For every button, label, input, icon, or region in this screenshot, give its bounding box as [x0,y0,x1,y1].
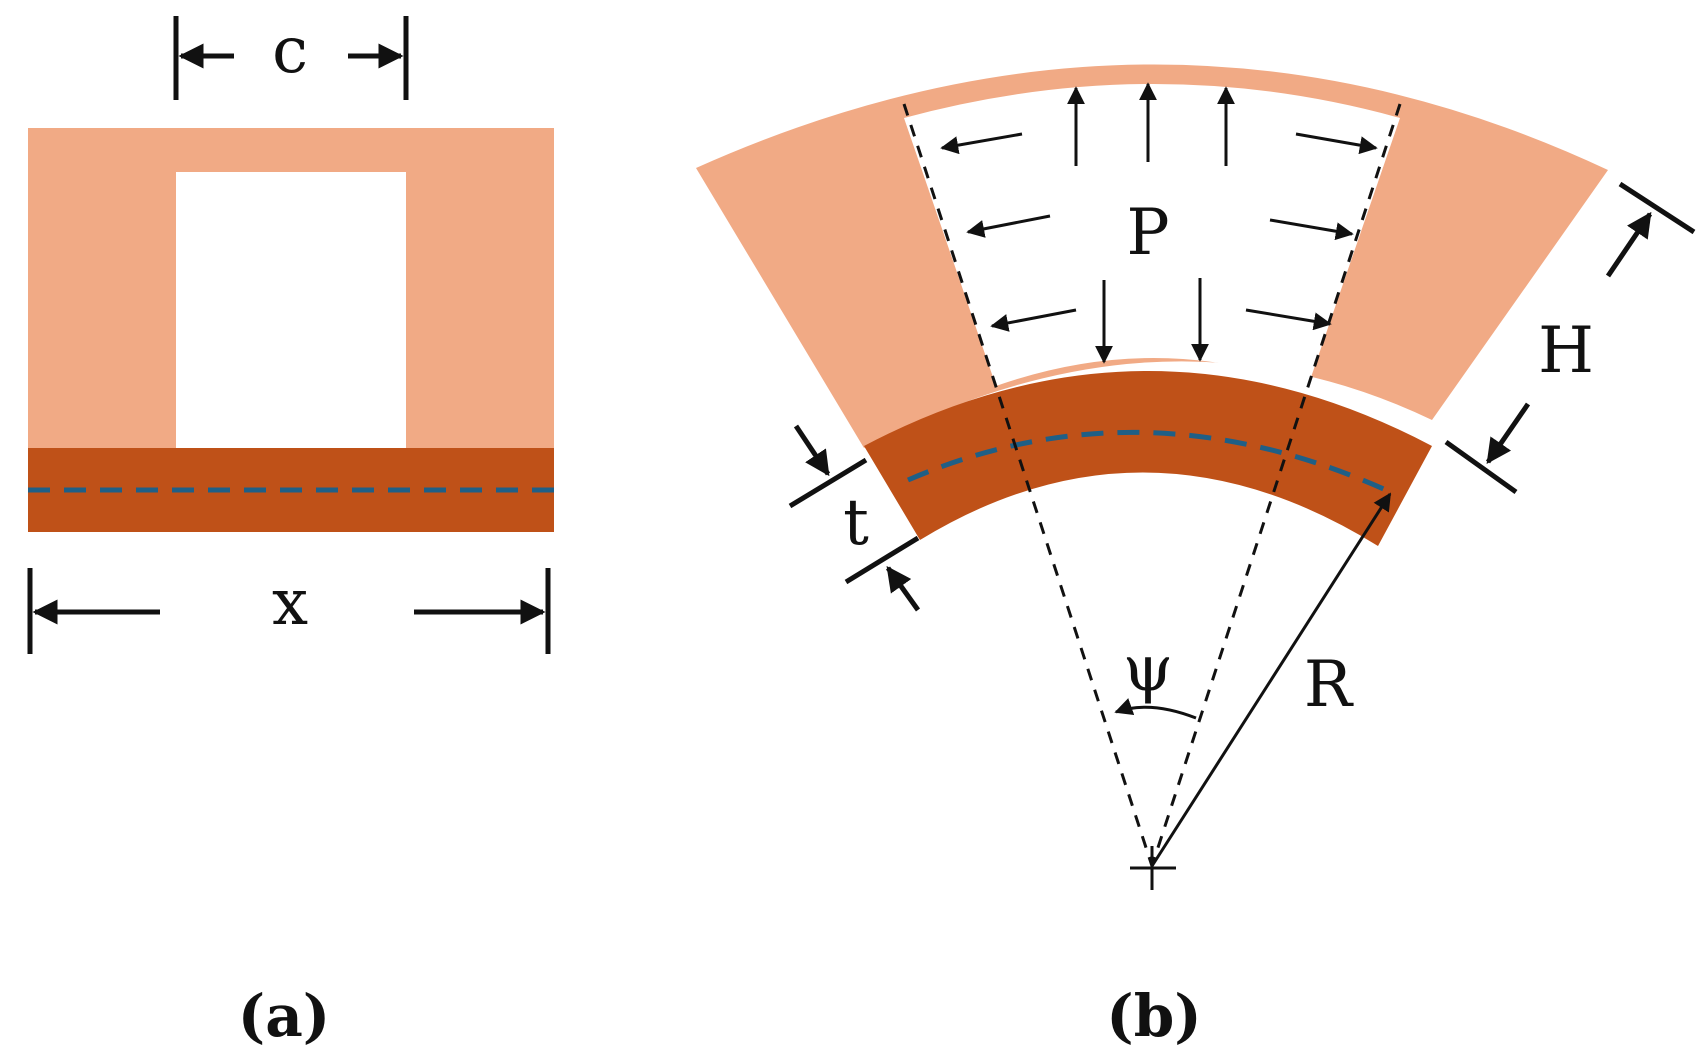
caption-a: (a) [238,982,330,1050]
dim-t-tick-outer [788,457,868,509]
curved-base-layer [864,371,1432,546]
radial-line-left [902,103,1154,867]
label-psi: ψ [1123,632,1173,706]
pressure-arrow-right-3 [1245,308,1332,331]
panel-b: P H t ψ R (b) [696,64,1696,1050]
dim-t-arrow-inner [885,565,921,612]
caption-b: (b) [1106,982,1201,1050]
label-t: t [843,486,869,560]
label-x: x [272,566,308,640]
actuator-cavity [176,172,406,450]
pressure-arrow-left-3 [990,308,1077,332]
pressure-arrow-right-1 [1295,132,1378,155]
label-p: P [1126,196,1169,270]
dim-h-tick-bottom [1444,439,1518,495]
label-h: H [1538,314,1594,388]
radius-arrow [1150,492,1392,867]
label-r: R [1304,648,1354,722]
label-c: c [272,14,308,88]
dim-h-arrow-top [1605,211,1653,278]
pressure-arrow-right-2 [1269,218,1354,241]
angle-psi-arc [1114,698,1197,720]
dim-t-tick-inner [844,535,920,585]
pressure-arrow-left-2 [966,214,1051,238]
dim-t-arrow-outer [793,424,831,477]
dim-h-tick-top [1618,181,1696,235]
pressure-arrow-left-1 [940,132,1023,155]
dim-h-arrow-bottom [1485,402,1531,465]
panel-a: c x (a) [27,14,554,1050]
curved-cavity [904,84,1400,386]
radial-line-right [1150,103,1402,867]
